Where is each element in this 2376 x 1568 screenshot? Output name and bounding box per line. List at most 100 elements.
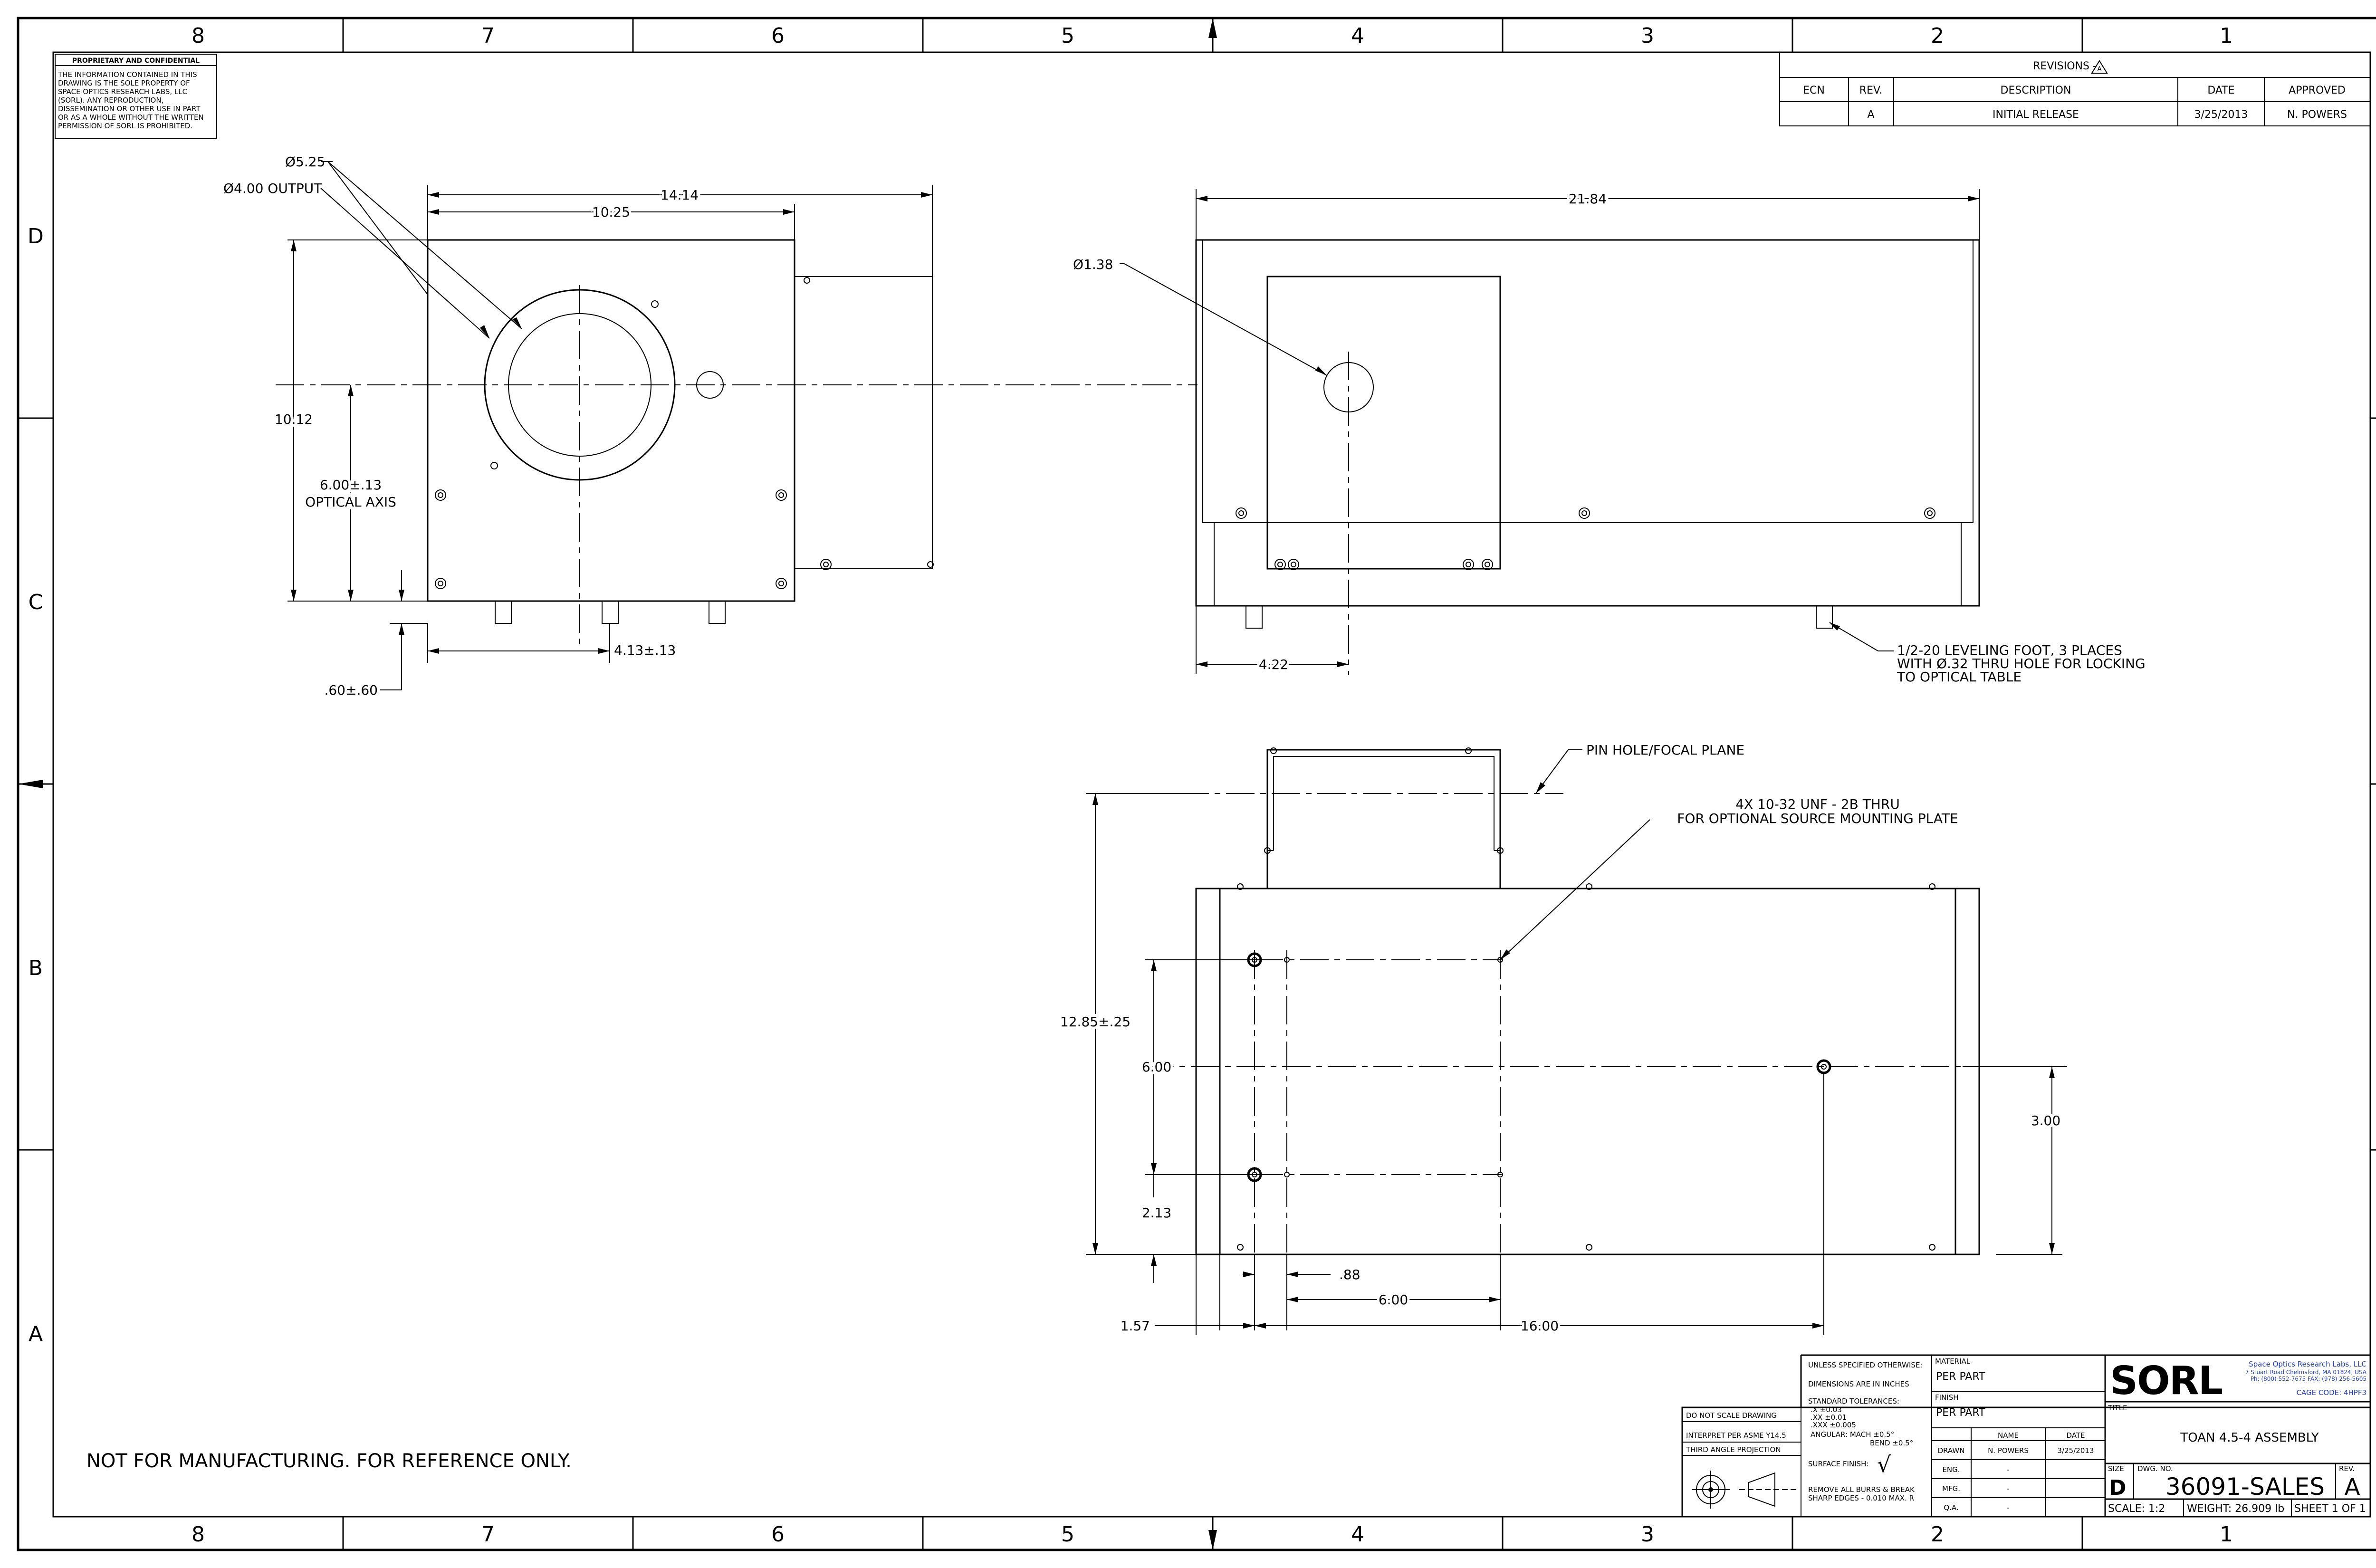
finish-label: FINISH <box>1935 1393 1959 1402</box>
zone-dividers <box>18 18 2376 1550</box>
hole <box>651 300 659 308</box>
title-block: UNLESS SPECIFIED OTHERWISE: DIMENSIONS A… <box>1681 1354 2371 1518</box>
revision-triangle-letter: A <box>2097 66 2102 73</box>
front-view: 14.14 10.25 10.12 6.00±.13 OPTICAL AXIS … <box>223 154 1198 698</box>
hole <box>490 462 498 469</box>
zone-col-label: 6 <box>771 1522 785 1547</box>
pin-hole-note: PIN HOLE/FOCAL PLANE <box>1586 742 1744 758</box>
foot-note-line: 1/2-20 LEVELING FOOT, 3 PLACES <box>1897 642 2122 658</box>
screw-icon <box>1264 847 1271 854</box>
sig-name: - <box>2007 1465 2009 1474</box>
dim-6-00-vertical: 6.00 <box>1142 1059 1171 1075</box>
dim-dia-1-38: Ø1.38 <box>1073 257 1113 272</box>
proprietary-line: DRAWING IS THE SOLE PROPERTY OF <box>58 79 190 87</box>
dim-dia-4-00-output: Ø4.00 OUTPUT <box>223 181 322 196</box>
zone-col-label: 3 <box>1641 24 1654 48</box>
revisions-header-rev: REV. <box>1859 85 1882 96</box>
screw-icon <box>1924 507 1935 519</box>
revision-triangle-icon <box>2091 60 2108 74</box>
zone-col-label: 7 <box>481 1522 495 1547</box>
revisions-header-approved: APPROVED <box>2289 85 2346 96</box>
dim-2-13: 2.13 <box>1142 1205 1171 1221</box>
zone-labels-bottom: 8 7 6 5 4 3 2 1 <box>192 1522 2233 1547</box>
screw-icon <box>1586 1244 1592 1251</box>
dim-optical-axis-value: 6.00±.13 <box>320 477 382 493</box>
surface-finish-check-icon: √ <box>1877 1452 1891 1477</box>
proprietary-line: DISSEMINATION OR OTHER USE IN PART <box>58 105 201 113</box>
std-note: UNLESS SPECIFIED OTHERWISE: <box>1808 1361 1922 1369</box>
interpret-asme-label: INTERPRET PER ASME Y14.5 <box>1686 1431 1786 1440</box>
proprietary-title: PROPRIETARY AND CONFIDENTIAL <box>72 57 200 65</box>
leveling-foot <box>602 601 619 624</box>
std-note: .XXX ±0.005 <box>1811 1421 1856 1429</box>
screw-icon <box>435 489 446 501</box>
proprietary-line: PERMISSION OF SORL IS PROHIBITED. <box>58 122 192 130</box>
screw-icon <box>1497 847 1504 854</box>
screw-icon <box>1236 507 1247 519</box>
dim-3-00: 3.00 <box>2031 1113 2060 1128</box>
outer-border <box>17 17 2376 1551</box>
thread-note-line: FOR OPTIONAL SOURCE MOUNTING PLATE <box>1677 811 1958 826</box>
thread-hole <box>1284 957 1290 963</box>
std-note: .X ±0.03 <box>1811 1405 1842 1414</box>
zone-col-label: 8 <box>192 24 205 48</box>
zone-col-label: 5 <box>1061 24 1074 48</box>
do-not-scale-label: DO NOT SCALE DRAWING <box>1686 1411 1777 1420</box>
dim-0-60: .60±.60 <box>324 682 378 698</box>
sig-header-date: DATE <box>2066 1431 2085 1440</box>
rev-label: REV. <box>2339 1464 2355 1473</box>
zone-col-label: 3 <box>1641 1522 1654 1547</box>
dim-optical-axis-label: OPTICAL AXIS <box>305 494 396 510</box>
zone-row-label: A <box>29 1322 43 1346</box>
foot-note-line: WITH Ø.32 THRU HOLE FOR LOCKING <box>1897 656 2146 671</box>
sheet-number: SHEET 1 OF 1 <box>2294 1503 2366 1515</box>
proprietary-line: (SORL). ANY REPRODUCTION, <box>58 96 163 105</box>
screw-icon <box>1929 883 1935 890</box>
screw-icon <box>820 559 832 570</box>
company-logo: SORL <box>2110 1358 2223 1404</box>
sig-role: DRAWN <box>1938 1446 1965 1455</box>
thread-hole <box>1284 1172 1290 1177</box>
size-value: D <box>2109 1476 2127 1500</box>
zone-col-label: 8 <box>192 1522 205 1547</box>
top-housing <box>1219 888 1956 1255</box>
inner-border <box>52 51 2371 1518</box>
material-label: MATERIAL <box>1935 1357 1971 1366</box>
zone-row-label: D <box>28 224 44 249</box>
revisions-header-description: DESCRIPTION <box>2001 85 2071 96</box>
proprietary-line: OR AS A WHOLE WITHOUT THE WRITTEN <box>58 113 204 122</box>
zone-col-label: 5 <box>1061 1522 1074 1547</box>
small-port <box>696 371 724 399</box>
revision-rev: A <box>1867 109 1874 121</box>
revisions-table: REVISIONS - A ECN REV. DESCRIPTION DATE … <box>1779 52 2371 126</box>
zone-labels-left: D C B A <box>28 224 44 1346</box>
dim-4-22: 4.22 <box>1259 657 1288 672</box>
dim-14-14: 14.14 <box>661 187 699 203</box>
dwg-no-label: DWG. NO. <box>2137 1464 2173 1473</box>
third-angle-label: THIRD ANGLE PROJECTION <box>1686 1445 1781 1454</box>
top-view: PIN HOLE/FOCAL PLANE 4X 10-32 UNF - 2B T… <box>1057 742 2067 1336</box>
third-angle-projection-icon <box>1692 1471 1796 1509</box>
dim-4-13: 4.13±.13 <box>614 642 676 658</box>
screw-icon <box>1237 883 1244 890</box>
dim-10-12: 10.12 <box>275 411 313 427</box>
screw-icon <box>1237 1244 1244 1251</box>
weight: WEIGHT: 26.909 lb <box>2187 1503 2284 1515</box>
sig-date: 3/25/2013 <box>2058 1446 2094 1455</box>
dim-21-84: 21.84 <box>1569 191 1607 207</box>
screw-icon <box>1482 559 1493 570</box>
proprietary-line: SPACE OPTICS RESEARCH LABS, LLC <box>58 87 187 96</box>
proprietary-notice: PROPRIETARY AND CONFIDENTIAL THE INFORMA… <box>55 54 217 139</box>
zone-col-label: 4 <box>1351 1522 1364 1547</box>
zone-col-label: 7 <box>481 24 495 48</box>
title-label: TITLE <box>2108 1404 2127 1412</box>
screw-icon <box>435 578 446 589</box>
foot-note-line: TO OPTICAL TABLE <box>1897 669 2022 685</box>
revision-description: INITIAL RELEASE <box>1993 109 2079 121</box>
sig-name: - <box>2007 1484 2009 1493</box>
revision-approved: N. POWERS <box>2287 109 2347 121</box>
finish-value: PER PART <box>1936 1407 1985 1419</box>
sig-role: ENG. <box>1942 1465 1960 1474</box>
std-note: STANDARD TOLERANCES: <box>1808 1397 1899 1405</box>
